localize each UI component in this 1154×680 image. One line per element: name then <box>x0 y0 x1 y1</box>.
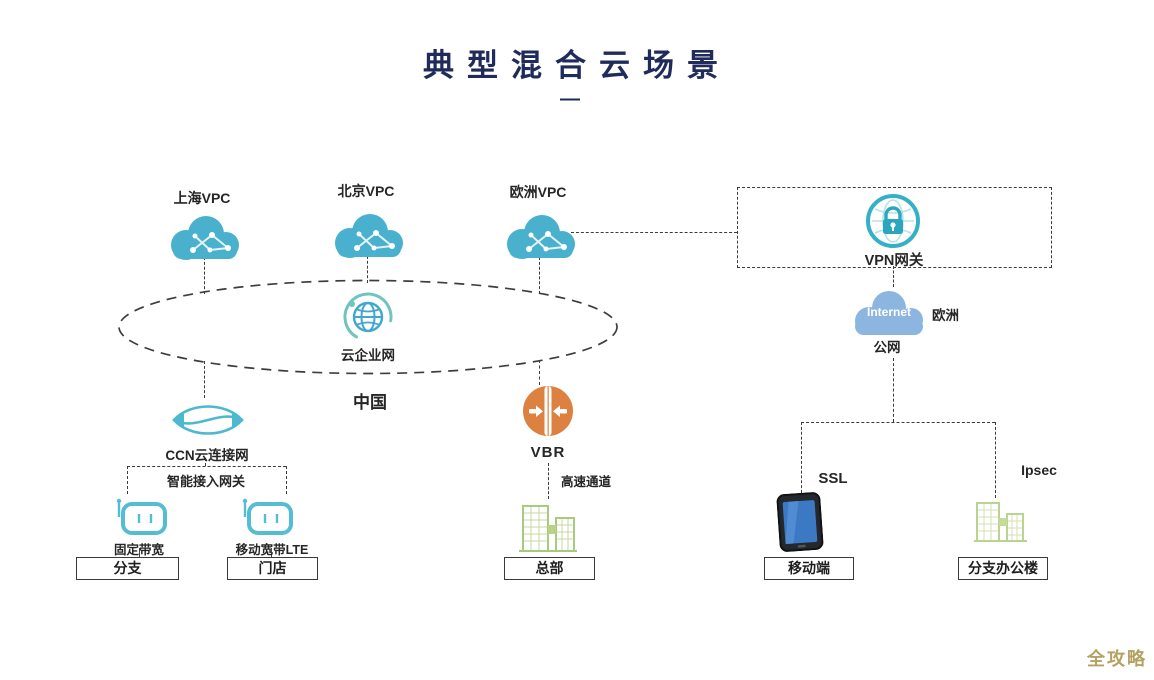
connector-vpn-internet <box>893 266 894 287</box>
page-title: 典型混合云场景 <box>423 48 731 83</box>
public-network-label: 公网 <box>873 340 901 355</box>
tick-store <box>271 548 272 557</box>
cen-globe-icon <box>343 292 393 342</box>
connector-ccn-sag <box>205 458 206 466</box>
title-underline: — <box>560 88 580 110</box>
cen-boundary-ellipse <box>118 279 618 375</box>
express-connect-label: 高速通道 <box>561 475 612 489</box>
hq-building-icon <box>519 505 577 552</box>
sag-label: 智能接入网关 <box>166 474 246 489</box>
smartphone-icon <box>776 492 824 552</box>
store-box: 门店 <box>227 557 318 580</box>
watermark: 全攻略 <box>1087 649 1147 669</box>
connector-split-horizontal <box>801 422 995 423</box>
connector-europe-cen <box>539 257 540 294</box>
connector-cen-ccn <box>204 361 205 398</box>
connector-europe-vpn <box>571 232 737 233</box>
mobile-box: 移动端 <box>764 557 854 580</box>
vpc-cloud-icon <box>171 216 239 260</box>
branch-office-box: 分支办公楼 <box>958 557 1048 580</box>
vpc-cloud-icon <box>507 215 575 259</box>
ccn-label: CCN云连接网 <box>165 448 249 463</box>
vpn-gateway-label: VPN网关 <box>864 253 924 269</box>
connector-beijing-cen <box>367 256 368 283</box>
tick-branch <box>139 548 140 557</box>
sag-bracket-left <box>127 466 128 494</box>
sag-router-icon <box>116 498 167 535</box>
vbr-icon <box>523 386 573 436</box>
vpc-beijing-label: 北京VPC <box>337 183 395 199</box>
connector-ssl-mobile <box>801 422 802 493</box>
connector-ipsec-office <box>995 422 996 498</box>
vpc-cloud-icon <box>335 214 403 258</box>
ipsec-label: Ipsec <box>1021 462 1057 478</box>
internet-cloud-icon <box>855 291 923 335</box>
connector-vbr-hq <box>548 463 549 499</box>
ccn-icon <box>172 405 244 435</box>
branch-box: 分支 <box>76 557 179 580</box>
mobile-lte-label: 移动宽带LTE <box>235 543 309 557</box>
internet-label: Internet <box>866 305 912 319</box>
connector-shanghai-cen <box>204 257 205 294</box>
vbr-label: VBR <box>530 444 566 461</box>
vpc-europe-label: 欧洲VPC <box>509 184 567 200</box>
sag-bracket-right <box>286 466 287 494</box>
sag-router-icon <box>242 498 293 535</box>
vpn-zone-box <box>737 187 1052 268</box>
branch-office-icon <box>974 502 1027 542</box>
connector-cen-vbr <box>539 360 540 385</box>
sag-bracket-top <box>127 466 286 467</box>
ssl-label: SSL <box>818 470 848 487</box>
vpc-shanghai-label: 上海VPC <box>173 190 231 206</box>
region-china-label: 中国 <box>353 393 387 412</box>
europe-region-label: 欧洲 <box>932 308 959 323</box>
fixed-bandwidth-label: 固定带宽 <box>113 543 165 557</box>
vpn-gateway-icon <box>866 194 920 248</box>
connector-internet-split <box>893 358 894 422</box>
cen-label: 云企业网 <box>341 348 395 363</box>
hq-box: 总部 <box>504 557 595 580</box>
